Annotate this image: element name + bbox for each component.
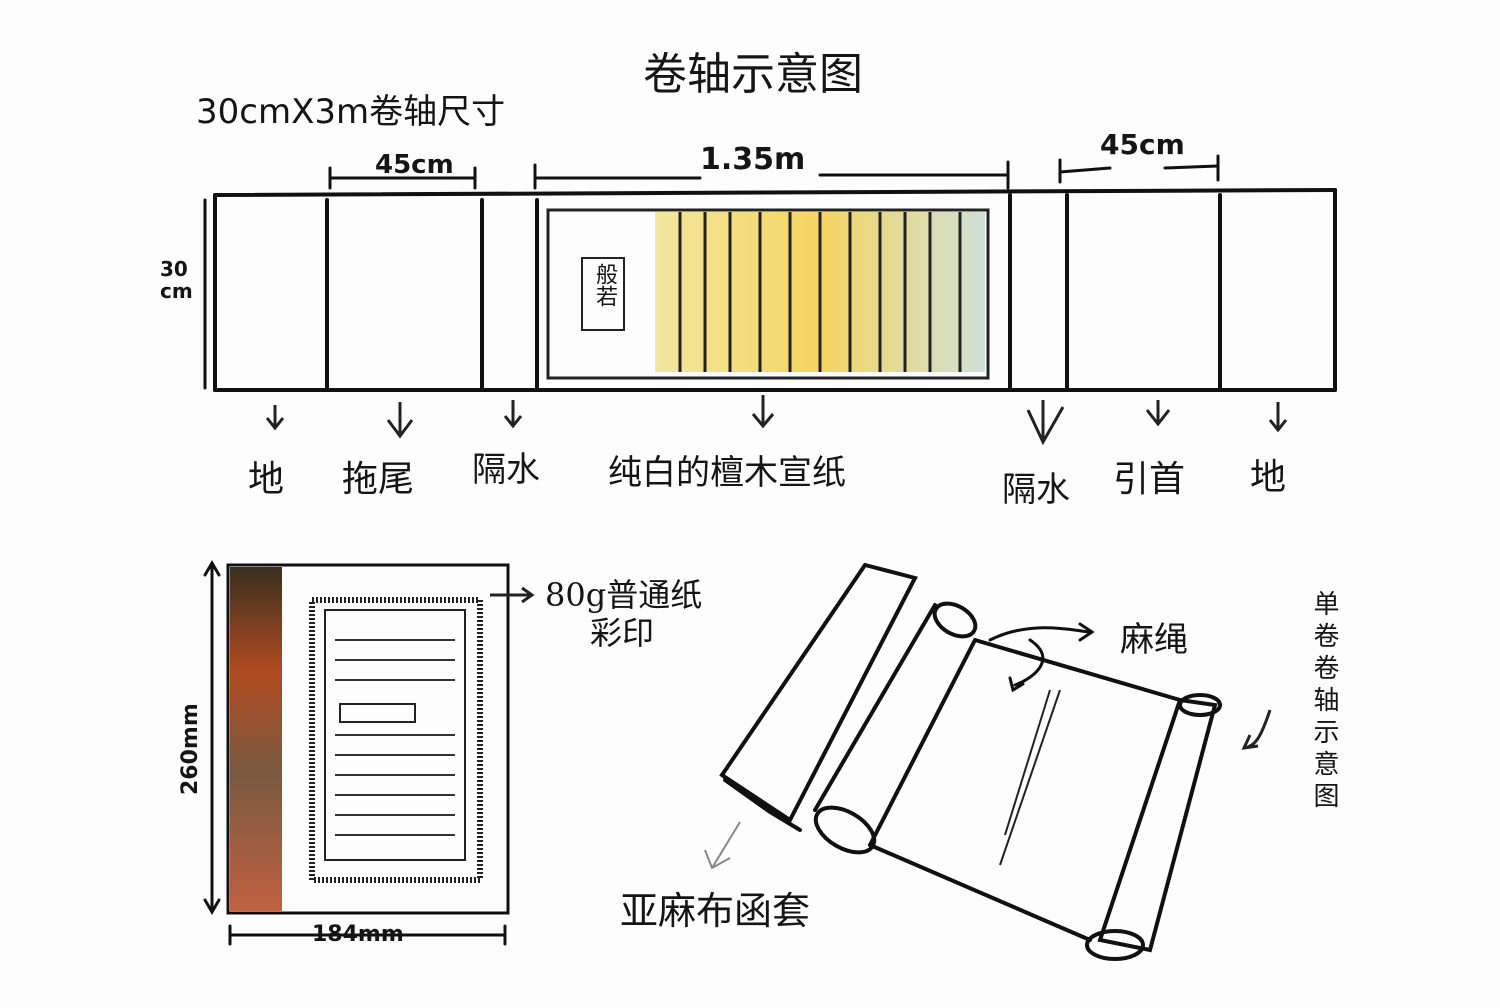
scroll-size-label: 30cmX3m卷轴尺寸: [196, 92, 506, 132]
book-cover: [203, 560, 535, 946]
seal-box: [581, 257, 625, 331]
dim-center-135m: 1.35m: [700, 142, 806, 177]
print-label: 彩印: [590, 614, 655, 652]
label-di-left: 地: [248, 459, 285, 500]
label-di-right: 地: [1250, 457, 1287, 498]
rolled-scroll-sketch: [704, 562, 1272, 961]
label-yinshou: 引首: [1113, 459, 1186, 500]
dim-right-45cm: 45cm: [1100, 128, 1185, 161]
label-geshui-left: 隔水: [472, 450, 540, 490]
label-tuowei: 拖尾: [342, 459, 415, 500]
case-label: 亚麻布函套: [620, 889, 811, 933]
diagram-title: 卷轴示意图: [643, 49, 863, 100]
rope-label: 麻绳: [1120, 620, 1188, 660]
book-height-label: 260mm: [178, 703, 203, 795]
seal-banruo: 般若: [592, 263, 617, 307]
scroll-strip: [213, 188, 1337, 392]
dim-left-45cm: 45cm: [375, 150, 454, 180]
arrows: [265, 395, 1288, 446]
dim-height-30cm: 30 cm: [160, 257, 193, 303]
label-paper: 纯白的檀木宣纸: [608, 453, 846, 493]
label-geshui-right: 隔水: [1002, 470, 1070, 510]
paper-label: 80g普通纸: [545, 576, 703, 614]
scroll-caption: 单卷卷轴示意图: [1309, 590, 1339, 814]
book-width-label: 184mm: [312, 922, 404, 947]
